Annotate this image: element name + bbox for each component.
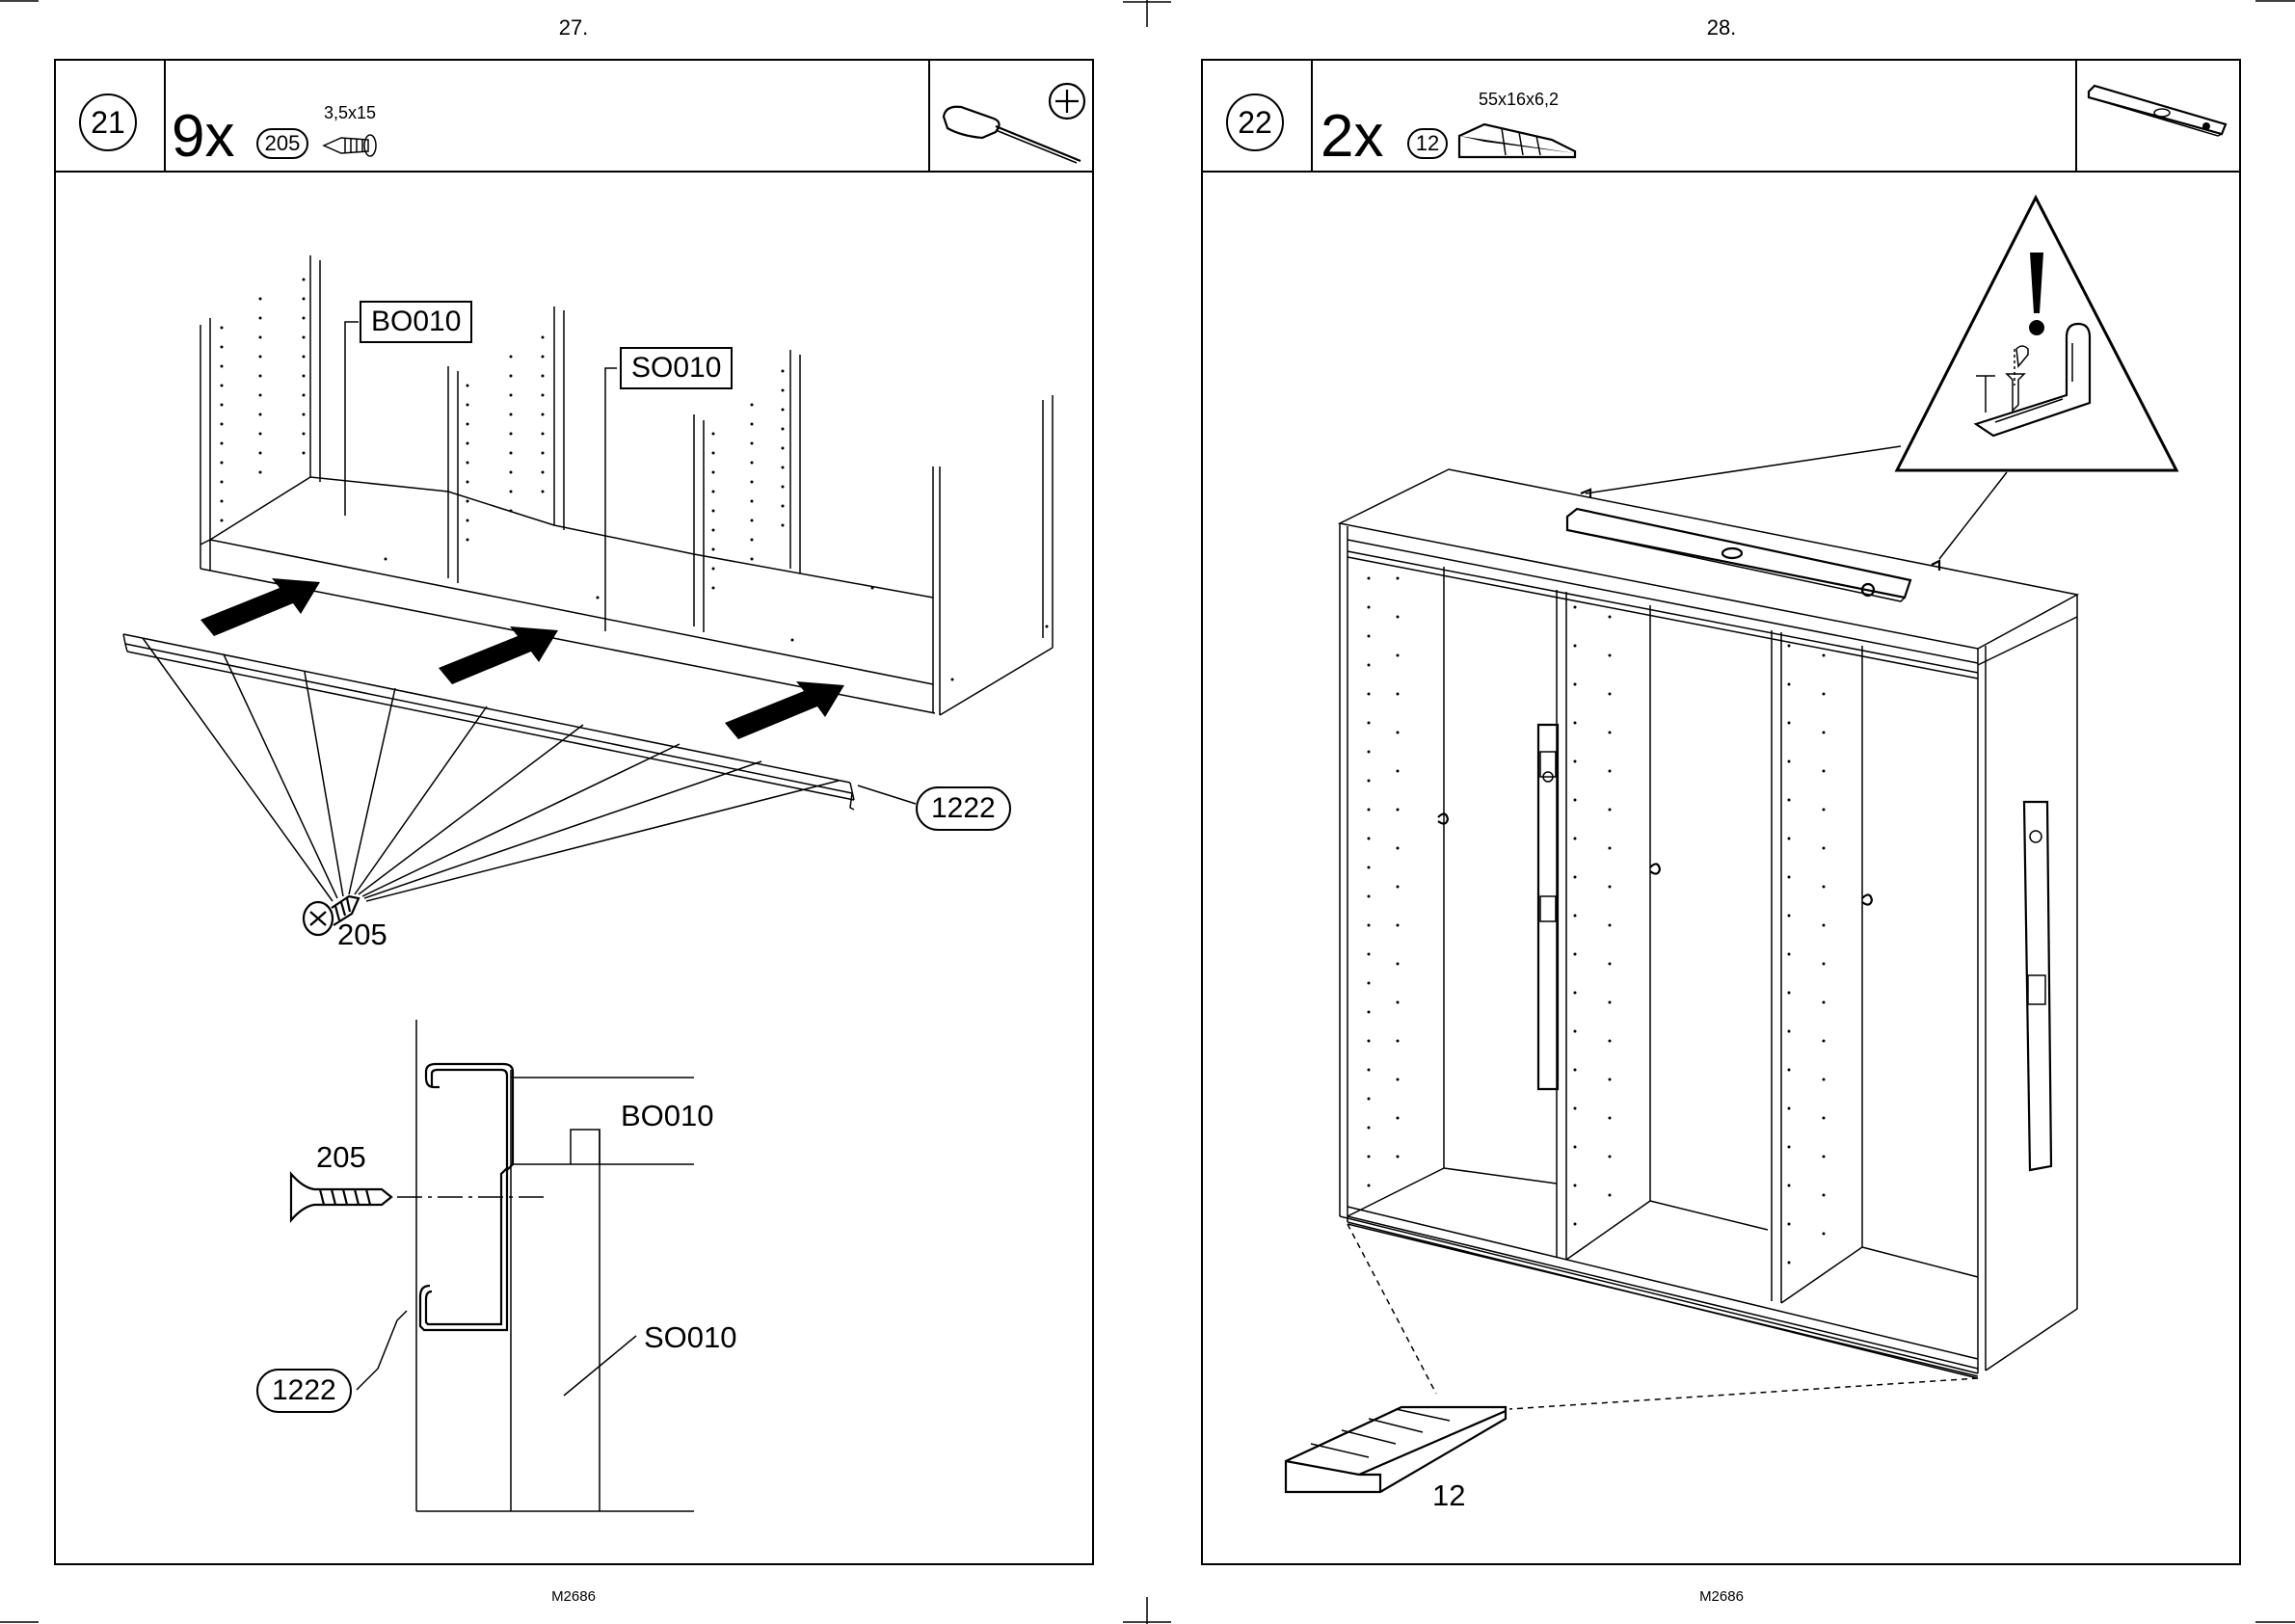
wardrobe-cabinet xyxy=(1340,469,2077,1378)
door-handles xyxy=(1438,813,1872,904)
spirit-level-top xyxy=(1567,509,1910,601)
warning-triangle-icon xyxy=(1897,198,2176,470)
spirit-level-right xyxy=(2024,802,2051,1170)
wedge-12 xyxy=(1286,1407,1506,1492)
label-12: 12 xyxy=(1432,1478,1465,1513)
warning-leader-2 xyxy=(1939,472,2007,559)
wardrobe-shelf-holes xyxy=(1368,577,1826,1265)
spirit-level-left xyxy=(1538,725,1558,1089)
wedge-leader-1 xyxy=(1348,1224,1436,1394)
wedge-leader-2 xyxy=(1509,1378,1978,1409)
page-footer: M2686 xyxy=(1625,1588,1818,1605)
brackets-top xyxy=(1581,490,1939,571)
warning-leader-1 xyxy=(1586,446,1901,493)
